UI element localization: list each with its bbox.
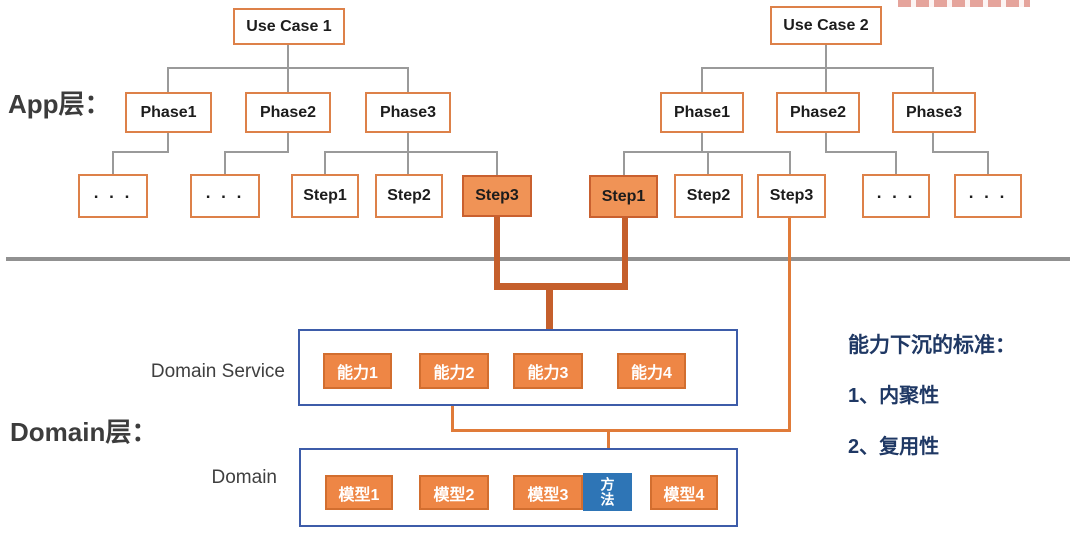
connector-line [701, 67, 703, 92]
method-chip: 方法 [583, 473, 632, 511]
uc1-phase3-box: Phase3 [365, 92, 451, 133]
uc1-phase2-box: Phase2 [245, 92, 331, 133]
sink-criteria-item: 2、复用性 [848, 436, 940, 458]
connector-line [623, 151, 625, 175]
domain-label: Domain [211, 467, 277, 488]
connector-line [167, 67, 169, 92]
model-1-chip: 模型1 [325, 475, 393, 510]
sink-connector-line [788, 218, 791, 432]
use-case-2-box: Use Case 2 [770, 6, 882, 45]
app-layer-label: App层： [8, 89, 111, 119]
uc2-step2-box: Step2 [674, 174, 743, 218]
funnel-line [494, 217, 500, 287]
uc2-ellipsis-box: . . . [862, 174, 930, 218]
connector-line [707, 151, 709, 174]
sink-criteria-heading: 能力下沉的标准： [848, 334, 1016, 357]
uc2-ellipsis-box: . . . [954, 174, 1022, 218]
capability-2-chip: 能力2 [419, 353, 489, 389]
uc1-ellipsis-box: . . . [190, 174, 260, 218]
uc2-step3-box: Step3 [757, 174, 826, 218]
connector-line [701, 133, 703, 153]
connector-line [825, 151, 897, 153]
connector-line [701, 67, 934, 69]
capability-4-chip: 能力4 [617, 353, 686, 389]
layer-divider-line [6, 257, 1070, 261]
connector-line [112, 151, 169, 153]
partial-watermark [898, 0, 1030, 7]
connector-line [167, 67, 409, 69]
sink-connector-line [451, 429, 791, 432]
uc1-step2-box: Step2 [375, 174, 443, 218]
connector-line [167, 133, 169, 153]
connector-line [224, 151, 289, 153]
uc1-phase1-box: Phase1 [125, 92, 212, 133]
uc1-ellipsis-box: . . . [78, 174, 148, 218]
uc2-phase1-box: Phase1 [660, 92, 744, 133]
funnel-line [546, 290, 553, 340]
connector-line [932, 133, 934, 153]
funnel-line [494, 283, 628, 290]
connector-line [407, 133, 409, 174]
connector-line [112, 151, 114, 174]
connector-line [324, 151, 326, 174]
capability-1-chip: 能力1 [323, 353, 392, 389]
model-4-chip: 模型4 [650, 475, 718, 510]
connector-line [287, 133, 289, 153]
connector-line [932, 67, 934, 92]
sink-connector-line [451, 389, 454, 432]
sink-connector-line [607, 429, 610, 465]
uc2-phase3-box: Phase3 [892, 92, 976, 133]
model-3-chip: 模型3 [513, 475, 583, 510]
connector-line [932, 151, 989, 153]
domain-service-label: Domain Service [150, 361, 285, 382]
connector-line [407, 67, 409, 92]
connector-line [789, 151, 791, 174]
capability-3-chip: 能力3 [513, 353, 583, 389]
connector-line [895, 151, 897, 174]
uc2-step1-box-highlighted: Step1 [589, 175, 658, 218]
connector-line [224, 151, 226, 174]
domain-layer-label: Domain层： [10, 417, 158, 447]
uc1-step3-box-highlighted: Step3 [462, 175, 532, 217]
sink-criteria-item: 1、内聚性 [848, 385, 940, 407]
connector-line [324, 151, 498, 153]
connector-line [496, 151, 498, 175]
funnel-line [622, 218, 628, 287]
model-2-chip: 模型2 [419, 475, 489, 510]
uc1-step1-box: Step1 [291, 174, 359, 218]
use-case-1-box: Use Case 1 [233, 8, 345, 45]
connector-line [987, 151, 989, 174]
connector-line [825, 133, 827, 153]
uc2-phase2-box: Phase2 [776, 92, 860, 133]
